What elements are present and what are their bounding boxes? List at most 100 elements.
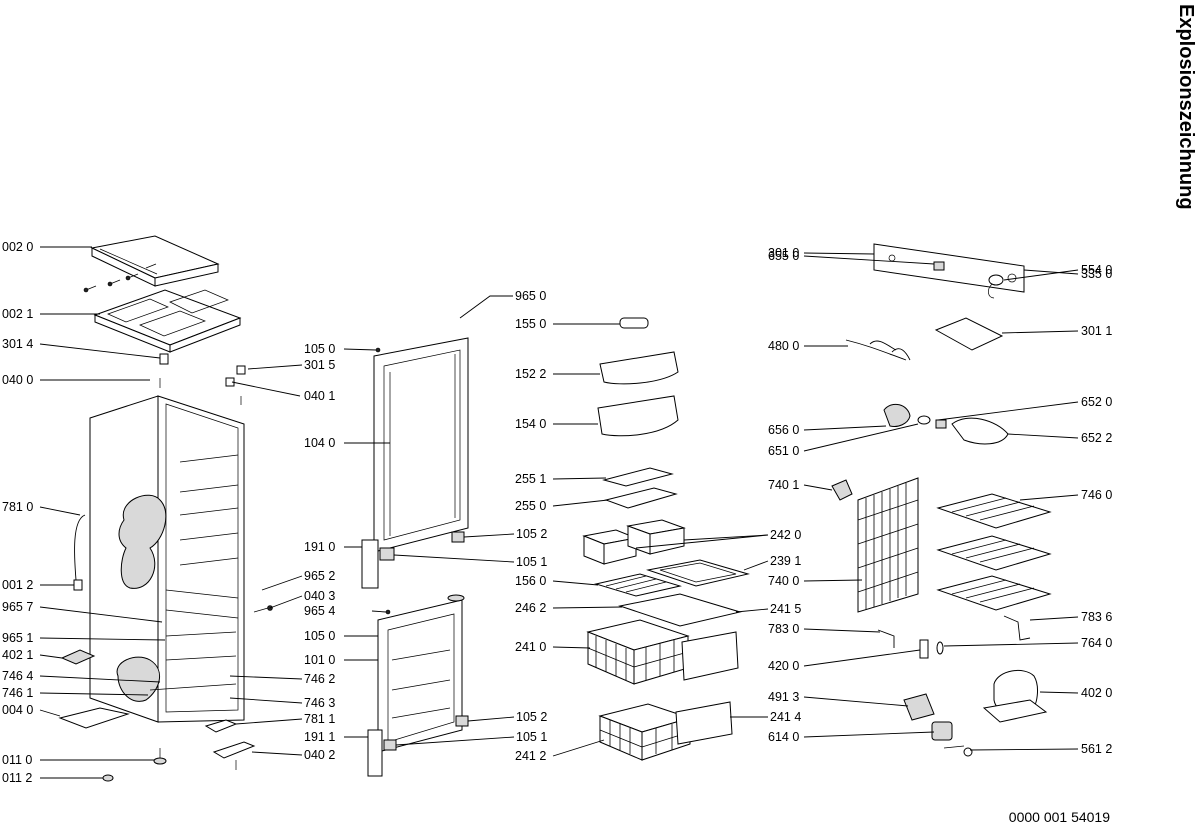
callout-3350: 335 0 <box>1081 267 1112 281</box>
callout-3014: 301 4 <box>2 337 33 351</box>
callout-1910: 191 0 <box>304 540 335 554</box>
callout-3010: 301 0 <box>768 246 799 260</box>
callout-4021: 402 1 <box>2 648 33 662</box>
callout-9652: 965 2 <box>304 569 335 583</box>
part-6140 <box>931 721 953 741</box>
hinge-0402-part <box>212 741 256 759</box>
callout-2410: 241 0 <box>515 640 546 654</box>
callout-1051-upper: 105 1 <box>516 555 547 569</box>
callout-2412: 241 2 <box>515 749 546 763</box>
callout-6140: 614 0 <box>768 730 799 744</box>
callout-2420: 242 0 <box>770 528 801 542</box>
callout-1040: 104 0 <box>304 436 335 450</box>
callout-0401: 040 1 <box>304 389 335 403</box>
screw-0403-part <box>253 605 273 613</box>
bottle-shelf-part <box>599 351 679 385</box>
callout-4200: 420 0 <box>768 659 799 673</box>
part-5612 <box>943 745 973 757</box>
callout-1522: 152 2 <box>515 367 546 381</box>
callout-0403: 040 3 <box>304 589 335 603</box>
top-cover-part <box>90 235 220 287</box>
relay-part <box>919 639 929 659</box>
callout-2414: 241 4 <box>770 710 801 724</box>
callout-7463: 746 3 <box>304 696 335 710</box>
cabinet-assembly <box>58 235 273 782</box>
capillary-7640-part <box>936 641 944 655</box>
callout-5612: 561 2 <box>1081 742 1112 756</box>
compressor-part <box>982 669 1048 723</box>
callout-4800: 480 0 <box>768 339 799 353</box>
callout-0110: 011 0 <box>2 753 32 767</box>
lamp-holder-part <box>933 261 945 271</box>
callout-9654: 965 4 <box>304 604 335 618</box>
callout-1010: 101 0 <box>304 653 335 667</box>
diagram-title: Explosionszeichnung <box>1175 4 1197 210</box>
callout-9657: 965 7 <box>2 600 33 614</box>
foot-0110-part <box>153 748 167 765</box>
callout-7461: 746 1 <box>2 686 33 700</box>
evaporator-racks-part <box>936 493 1052 611</box>
glass-plate-2551-part <box>602 467 674 487</box>
callout-1050-upper: 105 0 <box>304 342 335 356</box>
callout-7811: 781 1 <box>304 712 335 726</box>
lamp-cover-part <box>883 403 911 427</box>
callout-7401: 740 1 <box>768 478 799 492</box>
leader-lines <box>39 246 1079 779</box>
callout-0112: 011 2 <box>2 771 32 785</box>
callout-7400: 740 0 <box>768 574 799 588</box>
cabinet-body-part <box>89 395 245 723</box>
callout-0020: 002 0 <box>2 240 33 254</box>
callout-2551: 255 1 <box>515 472 546 486</box>
glass-plate-2550-part <box>604 487 678 509</box>
callout-6520: 652 0 <box>1081 395 1112 409</box>
callout-labels: 002 0 002 1 301 4 040 0 781 0 001 2 965 … <box>2 240 1112 785</box>
condenser-part <box>857 477 919 613</box>
callout-1052-upper: 105 2 <box>516 527 547 541</box>
module-4913-part <box>903 693 935 721</box>
callout-9650: 965 0 <box>515 289 546 303</box>
ice-tray-part <box>594 573 682 597</box>
callout-7810: 781 0 <box>2 500 33 514</box>
pipe-7836-part <box>1003 615 1031 641</box>
callout-1540: 154 0 <box>515 417 546 431</box>
door-shelf-part <box>597 395 679 437</box>
callout-2391: 239 1 <box>770 554 801 568</box>
callout-7460: 746 0 <box>1081 488 1112 502</box>
base-plate-part <box>58 707 130 729</box>
clip-7401-part <box>831 479 853 501</box>
callout-1051-lower: 105 1 <box>516 730 547 744</box>
heater-wire-part <box>74 514 86 581</box>
bracket-3014-part <box>159 353 169 365</box>
control-4021-part <box>60 649 96 665</box>
callout-4913: 491 3 <box>768 690 799 704</box>
lower-door-assembly <box>367 594 469 777</box>
callout-1550: 155 0 <box>515 317 546 331</box>
cooling-components-group <box>831 243 1052 757</box>
callout-7830: 783 0 <box>768 622 799 636</box>
callout-6550: 655 0 <box>768 249 799 263</box>
callout-7640: 764 0 <box>1081 636 1112 650</box>
document-number: 0000 001 54019 <box>1009 809 1110 825</box>
hinge-7811-part <box>204 719 238 733</box>
tube-7830-part <box>877 629 895 648</box>
foot-0112-part <box>102 774 114 782</box>
callout-0021: 002 1 <box>2 307 33 321</box>
callout-7836: 783 6 <box>1081 610 1112 624</box>
drawer-front-2414-part <box>675 701 733 745</box>
control-panel-part <box>873 243 1025 293</box>
callout-0012: 001 2 <box>2 578 33 592</box>
wiring-harness-part <box>845 339 911 361</box>
upper-door-assembly <box>361 337 469 589</box>
callout-0402: 040 2 <box>304 748 335 762</box>
callout-5540: 554 0 <box>1081 263 1112 277</box>
callout-3015: 301 5 <box>304 358 335 372</box>
callout-2462: 246 2 <box>515 601 546 615</box>
thermostat-part <box>935 417 1009 445</box>
callout-3011: 301 1 <box>1081 324 1112 338</box>
callout-2550: 255 0 <box>515 499 546 513</box>
callout-6510: 651 0 <box>768 444 799 458</box>
callout-1560: 156 0 <box>515 574 546 588</box>
bulb-part <box>917 415 931 425</box>
drawer-front-2415-part <box>681 631 739 681</box>
